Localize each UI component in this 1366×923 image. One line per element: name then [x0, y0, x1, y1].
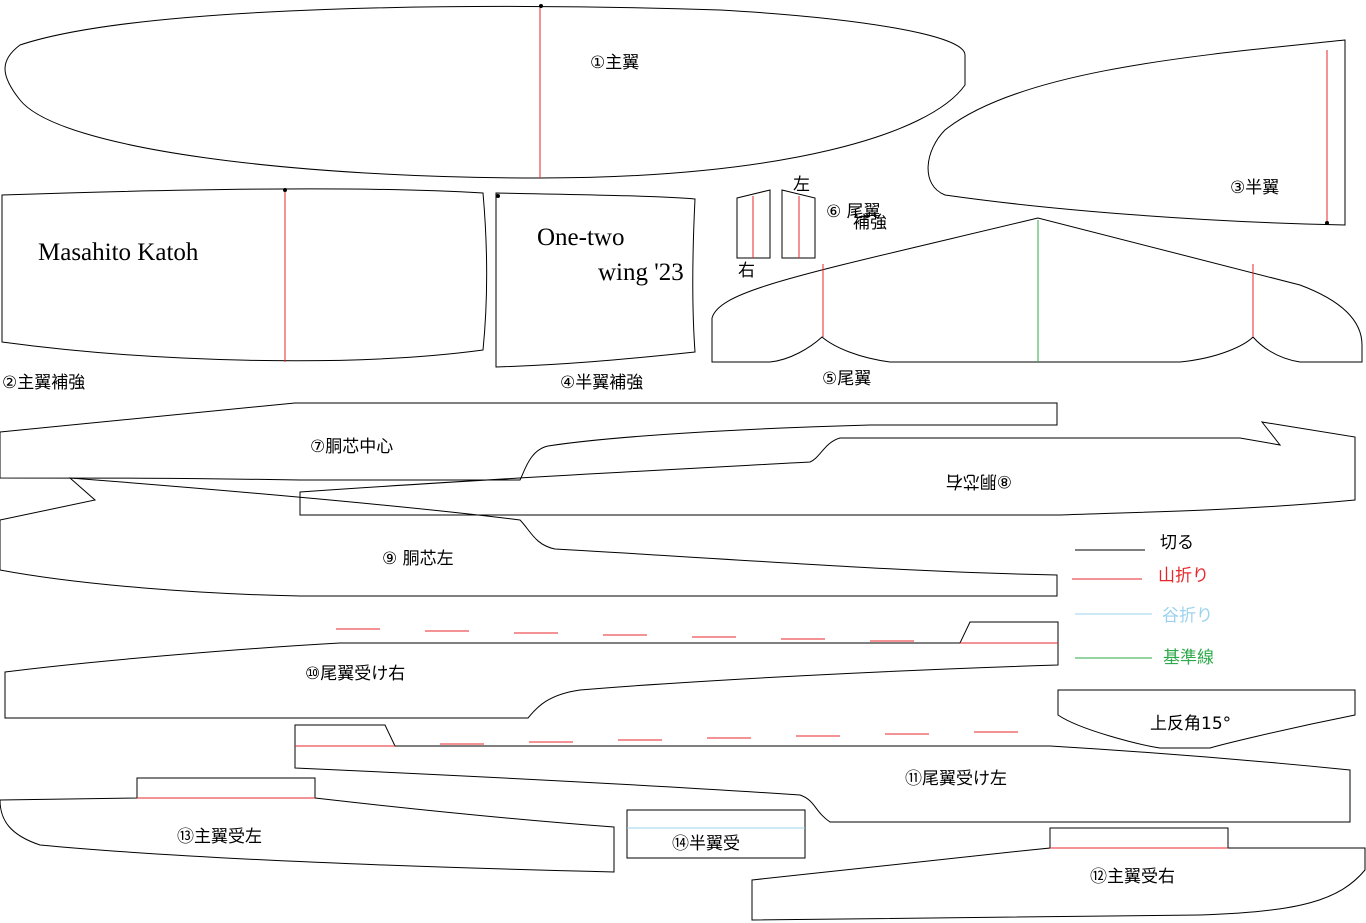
main-wing-reference-dot: [539, 4, 543, 8]
model-title-line1: One-two: [537, 224, 624, 251]
part-main-wing-mount-left: [0, 777, 615, 873]
tail-mount-left-dash-folds: [440, 731, 1018, 745]
label-tail-reinforcement-2: 補強: [853, 213, 887, 233]
part-fuselage-left: [0, 477, 1058, 597]
cut-outline: [495, 192, 696, 368]
label-tail-reinforcement-left: 左: [793, 175, 810, 195]
cut-outline: [294, 724, 1351, 823]
label-main-wing-mount-right: ⑫主翼受右: [1090, 867, 1175, 887]
part-half-wing-reinforcement: [495, 192, 696, 368]
label-dihedral: 上反角15°: [1150, 714, 1231, 734]
part-half-wing: [927, 39, 1346, 226]
part-main-wing-reinforcement: [1, 188, 488, 362]
legend-label-reference: 基準線: [1163, 648, 1214, 668]
cut-outline: [927, 39, 1346, 226]
label-half-wing: ③半翼: [1230, 178, 1279, 198]
cut-outline: [4, 5, 966, 179]
legend-label-valley: 谷折り: [1162, 606, 1213, 626]
part-half-wing-mount: [626, 809, 806, 859]
author-signature: Masahito Katoh: [38, 239, 199, 266]
tail-mount-right-dash-folds: [336, 628, 914, 642]
cut-outline: [0, 777, 615, 873]
cut-outline: [0, 402, 1058, 481]
cut-outline: [751, 827, 1366, 921]
label-tail-reinforcement-1: ⑥ 尾翼: [826, 202, 881, 222]
part-tail-reinforcement: [736, 189, 816, 259]
part-main-wing-mount-right: [751, 827, 1366, 921]
label-half-wing-reinforcement: ④半翼補強: [560, 373, 643, 393]
label-tail-mount-left: ⑪尾翼受け左: [905, 769, 1007, 789]
tail-reinforcement-left: [781, 189, 816, 259]
part-fuselage-right: [299, 421, 1356, 516]
tail-reinforcement-right: [736, 189, 771, 259]
part-tail-mount-left: [294, 724, 1351, 823]
label-half-wing-mount: ⑭半翼受: [672, 834, 740, 854]
label-main-wing-reinforcement: ②主翼補強: [2, 373, 85, 393]
part-tail-wing: [711, 217, 1363, 363]
legend: 切る 山折り 谷折り 基準線: [1072, 533, 1214, 668]
label-tail-wing: ⑤尾翼: [822, 369, 871, 389]
cut-outline: [711, 217, 1363, 363]
part-main-wing: [4, 4, 966, 179]
cut-outline: [299, 421, 1356, 516]
label-fuselage-center: ⑦胴芯中心: [310, 437, 393, 457]
cut-outline: [626, 809, 806, 859]
label-tail-reinforcement-right: 右: [738, 261, 755, 281]
label-main-wing-mount-left: ⑬主翼受左: [177, 827, 262, 847]
cut-outline: [1057, 689, 1356, 749]
label-tail-mount-right: ⑩尾翼受け右: [305, 664, 405, 684]
part-tail-mount-right: [4, 621, 1059, 719]
legend-label-cut: 切る: [1160, 533, 1194, 553]
label-fuselage-left: ⑨ 胴芯左: [382, 549, 454, 569]
legend-label-mountain: 山折り: [1158, 566, 1209, 586]
cut-outline: [1, 188, 488, 362]
label-fuselage-right: ⑧胴芯右: [946, 471, 1012, 491]
model-title-line2: wing '23: [598, 259, 684, 286]
part-dihedral-jig: [1057, 689, 1356, 749]
part-fuselage-center: [0, 402, 1058, 481]
cut-outline: [0, 477, 1058, 597]
label-main-wing: ①主翼: [590, 53, 639, 73]
cut-outline: [4, 621, 1059, 719]
